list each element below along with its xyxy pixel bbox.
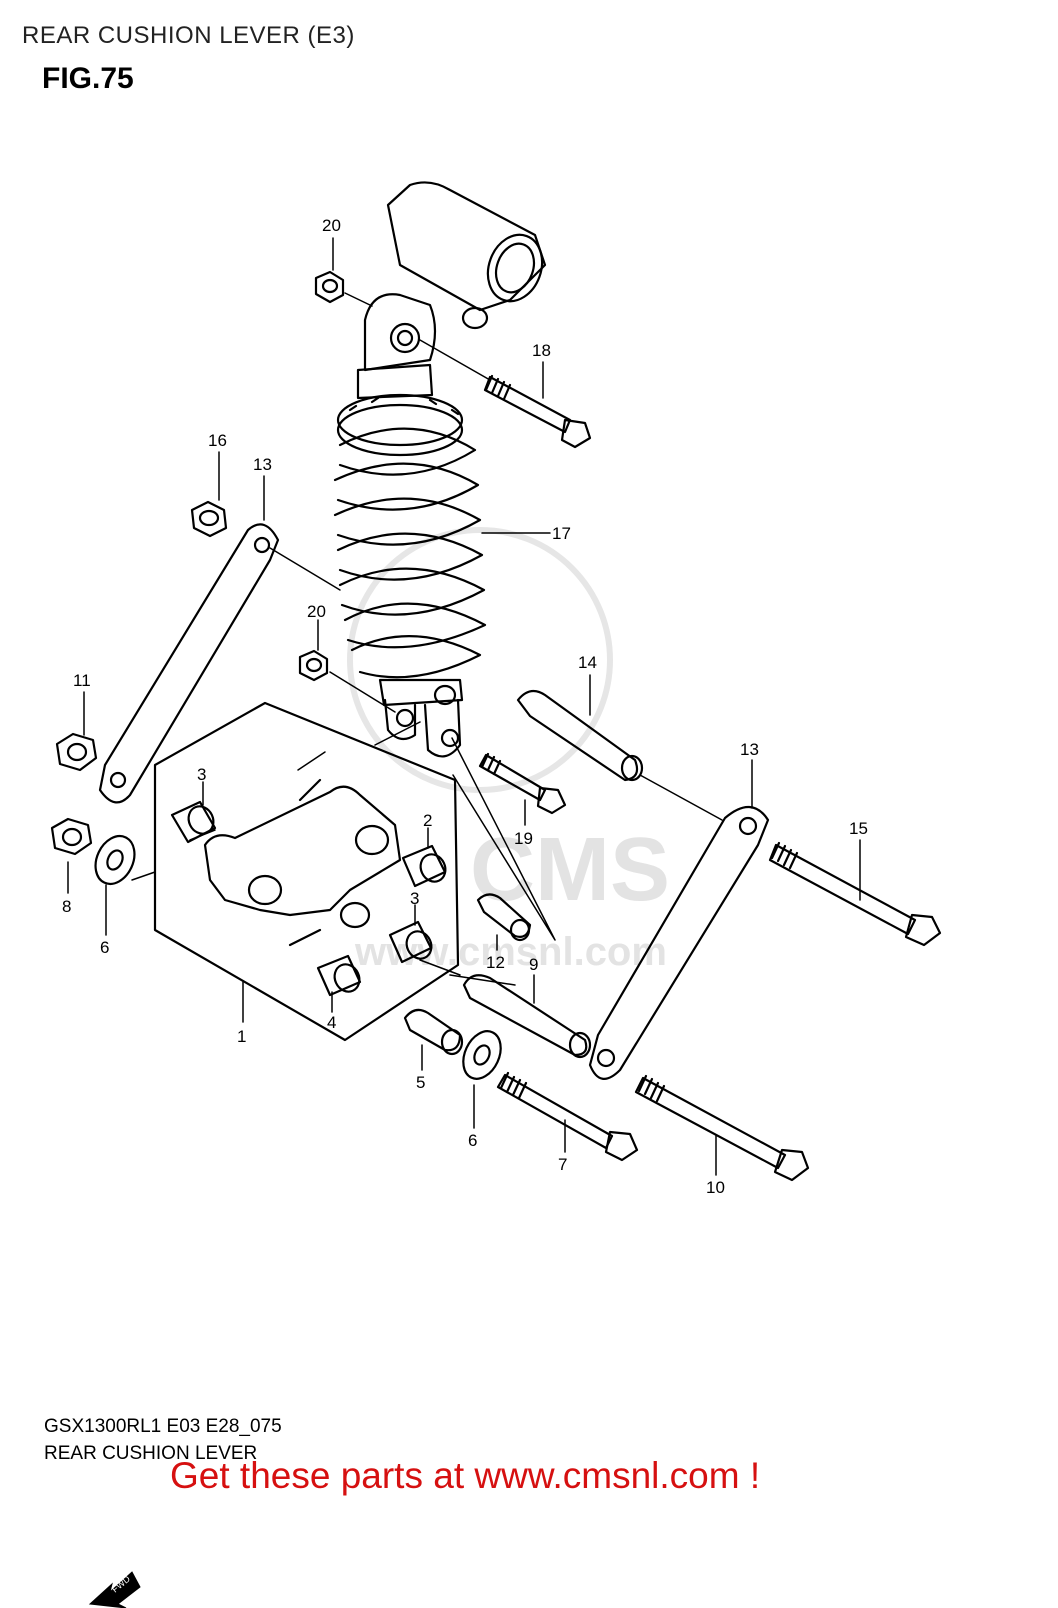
cushion-rod-left xyxy=(98,523,280,804)
callout-14: 14 xyxy=(578,653,597,672)
page-header: REAR CUSHION LEVER (E3) xyxy=(22,22,355,49)
callout-20-upper: 20 xyxy=(322,216,341,235)
bolt-15 xyxy=(768,841,942,947)
callout-11: 11 xyxy=(73,671,91,690)
callout-6-bottom: 6 xyxy=(468,1131,477,1150)
collar-14 xyxy=(516,689,644,782)
nut-8 xyxy=(50,817,93,856)
collar-12 xyxy=(476,893,532,942)
collar-5 xyxy=(403,1008,464,1056)
cms-watermark: CMS www.cmsnl.com xyxy=(347,527,670,974)
bearing-3-bottom xyxy=(388,920,433,964)
bolt-10 xyxy=(634,1074,810,1182)
nut-11 xyxy=(55,732,98,772)
rear-shock-absorber xyxy=(333,181,547,758)
watermark-brand: CMS xyxy=(470,820,670,920)
callout-12: 12 xyxy=(486,953,505,972)
cushion-lever-assembly xyxy=(153,701,460,1042)
watermark-url: www.cmsnl.com xyxy=(354,930,667,974)
callout-17: 17 xyxy=(552,524,571,543)
footer-model: GSX1300RL1 E03 E28_075 xyxy=(44,1416,282,1437)
fwd-arrow-drawn xyxy=(90,600,91,1500)
callout-2: 2 xyxy=(423,811,432,830)
callout-20-middle: 20 xyxy=(307,602,326,621)
callout-9: 9 xyxy=(529,955,538,974)
callout-6-left: 6 xyxy=(100,938,109,957)
bearing-4 xyxy=(316,954,362,997)
promo-link[interactable]: Get these parts at www.cmsnl.com ! xyxy=(170,1455,761,1496)
callout-5: 5 xyxy=(416,1073,425,1092)
callout-16: 16 xyxy=(208,431,227,450)
callout-19: 19 xyxy=(514,829,533,848)
callout-3-bottom: 3 xyxy=(410,889,419,908)
cushion-rod-right xyxy=(588,805,770,1080)
footer-section: REAR CUSHION LEVER xyxy=(44,1443,258,1464)
callout-10: 10 xyxy=(706,1178,725,1197)
callout-13-right: 13 xyxy=(740,740,759,759)
washer-left xyxy=(94,834,136,886)
nut-16 xyxy=(190,500,228,538)
bearing-2 xyxy=(401,844,447,888)
nut-middle xyxy=(298,649,329,682)
callout-1: 1 xyxy=(237,1027,246,1046)
callout-13-left: 13 xyxy=(253,455,272,474)
callout-3-top: 3 xyxy=(197,765,206,784)
exploded-parts-diagram: CMS www.cmsnl.com xyxy=(50,181,942,1500)
upper-shock-bolt xyxy=(483,374,592,449)
bearing-3-top xyxy=(170,800,217,844)
callout-labels: 20 18 16 13 17 20 14 11 13 3 2 15 19 3 8… xyxy=(62,216,868,1197)
callout-7: 7 xyxy=(558,1155,567,1174)
bolt-7 xyxy=(496,1071,639,1162)
figure-number: FIG.75 xyxy=(42,62,134,95)
pipe-9 xyxy=(462,974,592,1059)
nut-upper xyxy=(314,270,345,304)
fwd-arrow-visible-svg: FWD xyxy=(88,1571,141,1608)
callout-4: 4 xyxy=(327,1013,336,1032)
leader-lines xyxy=(67,237,861,1176)
bolt-19 xyxy=(478,752,567,815)
callout-18: 18 xyxy=(532,341,551,360)
callout-15: 15 xyxy=(849,819,868,838)
washer-bottom xyxy=(462,1030,502,1080)
callout-8: 8 xyxy=(62,897,71,916)
